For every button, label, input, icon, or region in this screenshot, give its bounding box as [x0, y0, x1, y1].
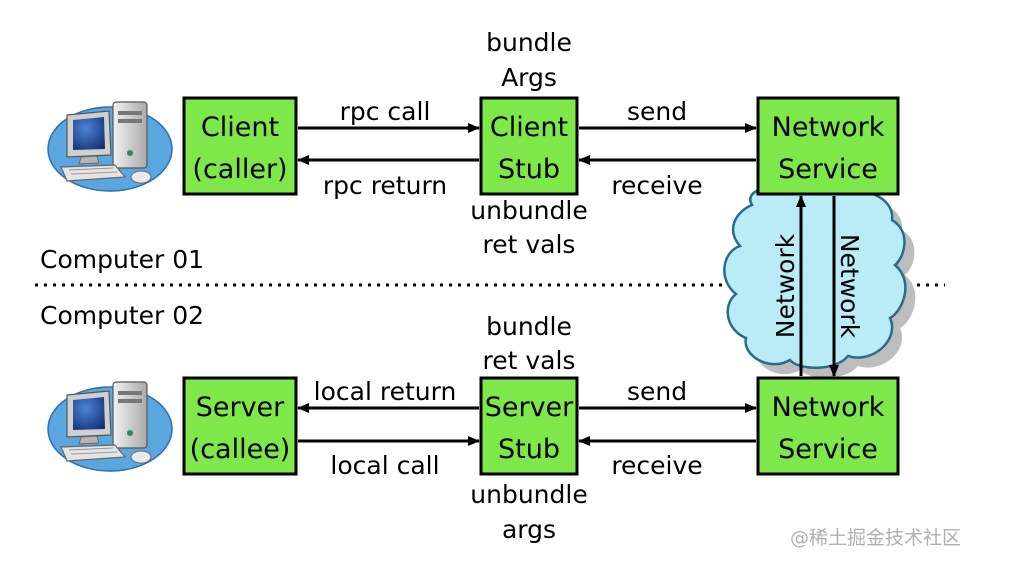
svg-text:(caller): (caller)	[192, 154, 287, 185]
svg-text:Stub: Stub	[498, 434, 560, 465]
svg-text:Stub: Stub	[498, 154, 560, 185]
desktop-computer-icon	[47, 101, 173, 192]
bundle-args-label: Args	[501, 63, 557, 92]
network-down-label: Network	[835, 234, 864, 339]
unbundle-ret-vals-label: unbundle	[470, 196, 587, 225]
svg-text:Service: Service	[778, 154, 878, 185]
receive-top-label: receive	[611, 171, 702, 200]
svg-text:Client: Client	[490, 112, 568, 143]
watermark: @稀土掘金技术社区	[790, 527, 961, 549]
send-top-label: send	[627, 97, 687, 126]
local-call-label: local call	[330, 451, 439, 480]
receive-bottom-label: receive	[611, 451, 702, 480]
bundle-ret-vals-label: ret vals	[483, 346, 576, 375]
svg-text:Service: Service	[778, 434, 878, 465]
network-cloud	[723, 184, 916, 378]
client-node: Client (caller)	[182, 96, 298, 196]
client-stub-node: Client Stub	[479, 96, 579, 196]
send-bottom-label: send	[627, 377, 687, 406]
rpc-return-label: rpc return	[323, 171, 447, 200]
desktop-computer-icon	[47, 381, 173, 472]
unbundle-ret-vals-label: ret vals	[483, 230, 576, 259]
server-node: Server (callee)	[182, 376, 298, 476]
svg-text:Network: Network	[772, 392, 885, 423]
svg-text:Server: Server	[485, 392, 574, 423]
network-service-bottom-node: Network Service	[756, 376, 900, 476]
svg-text:(callee): (callee)	[190, 434, 291, 465]
network-service-top-node: Network Service	[756, 96, 900, 196]
bundle-ret-vals-label: bundle	[486, 312, 572, 341]
svg-text:Client: Client	[201, 112, 279, 143]
unbundle-args-label: args	[502, 515, 556, 544]
computer-01-label: Computer 01	[40, 245, 204, 274]
local-return-label: local return	[314, 377, 457, 406]
computer-02-label: Computer 02	[40, 301, 204, 330]
bundle-args-label: bundle	[486, 28, 572, 57]
svg-text:Network: Network	[772, 112, 885, 143]
server-stub-node: Server Stub	[479, 376, 579, 476]
network-up-label: Network	[771, 233, 800, 338]
svg-text:Server: Server	[196, 392, 285, 423]
unbundle-args-label: unbundle	[470, 480, 587, 509]
rpc-call-label: rpc call	[340, 97, 431, 126]
